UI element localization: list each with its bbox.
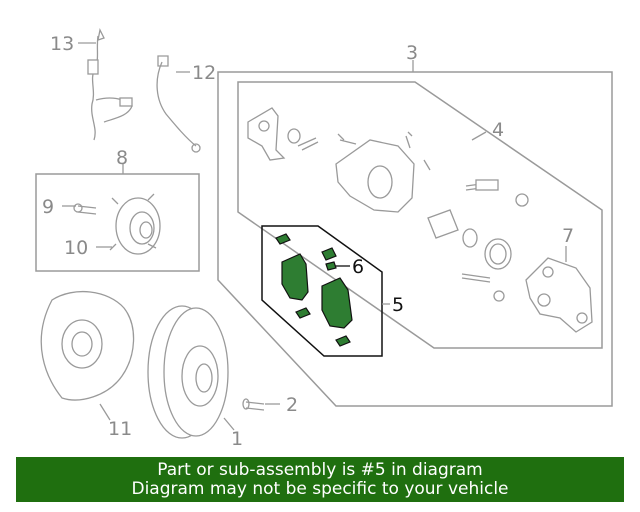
part-1-brake-disc [147, 305, 229, 439]
group-outline-3 [217, 71, 613, 407]
part-13-sensor-harness [87, 28, 133, 141]
info-banner: Part or sub-assembly is #5 in diagram Di… [16, 457, 624, 502]
banner-line-2: Diagram may not be specific to your vehi… [131, 478, 509, 499]
callout-13: 13 [50, 33, 74, 55]
banner-line-1: Part or sub-assembly is #5 in diagram [157, 459, 483, 480]
callout-3: 3 [406, 42, 418, 64]
callout-10: 10 [64, 237, 88, 259]
callout-12: 12 [192, 62, 216, 84]
leader-lines [62, 42, 567, 431]
parts-diagram: 13 12 3 4 8 9 10 7 6 5 2 11 1 [35, 28, 613, 450]
callout-4: 4 [492, 119, 504, 141]
callout-5: 5 [392, 294, 404, 316]
callout-6: 6 [352, 256, 364, 278]
group-outline-8 [35, 173, 200, 272]
part-5-brake-pads [275, 233, 353, 347]
callout-2: 2 [286, 394, 298, 416]
group-outline-5 [261, 225, 383, 357]
group-outline-4 [237, 81, 603, 349]
part-10-wheel-hub [109, 193, 161, 255]
part-11-dust-shield [40, 290, 135, 401]
part-6-pad-clips [321, 247, 337, 271]
part-7-caliper-carrier [525, 257, 593, 333]
callout-8: 8 [116, 147, 128, 169]
part-12-brake-hose [156, 55, 201, 153]
callout-1: 1 [231, 428, 243, 450]
part-2-disc-screw [242, 398, 265, 411]
callout-11: 11 [108, 418, 132, 440]
callout-7: 7 [562, 225, 574, 247]
part-9-hub-bolt [73, 203, 97, 215]
part-4-caliper-parts [247, 107, 529, 302]
callout-9: 9 [42, 196, 54, 218]
